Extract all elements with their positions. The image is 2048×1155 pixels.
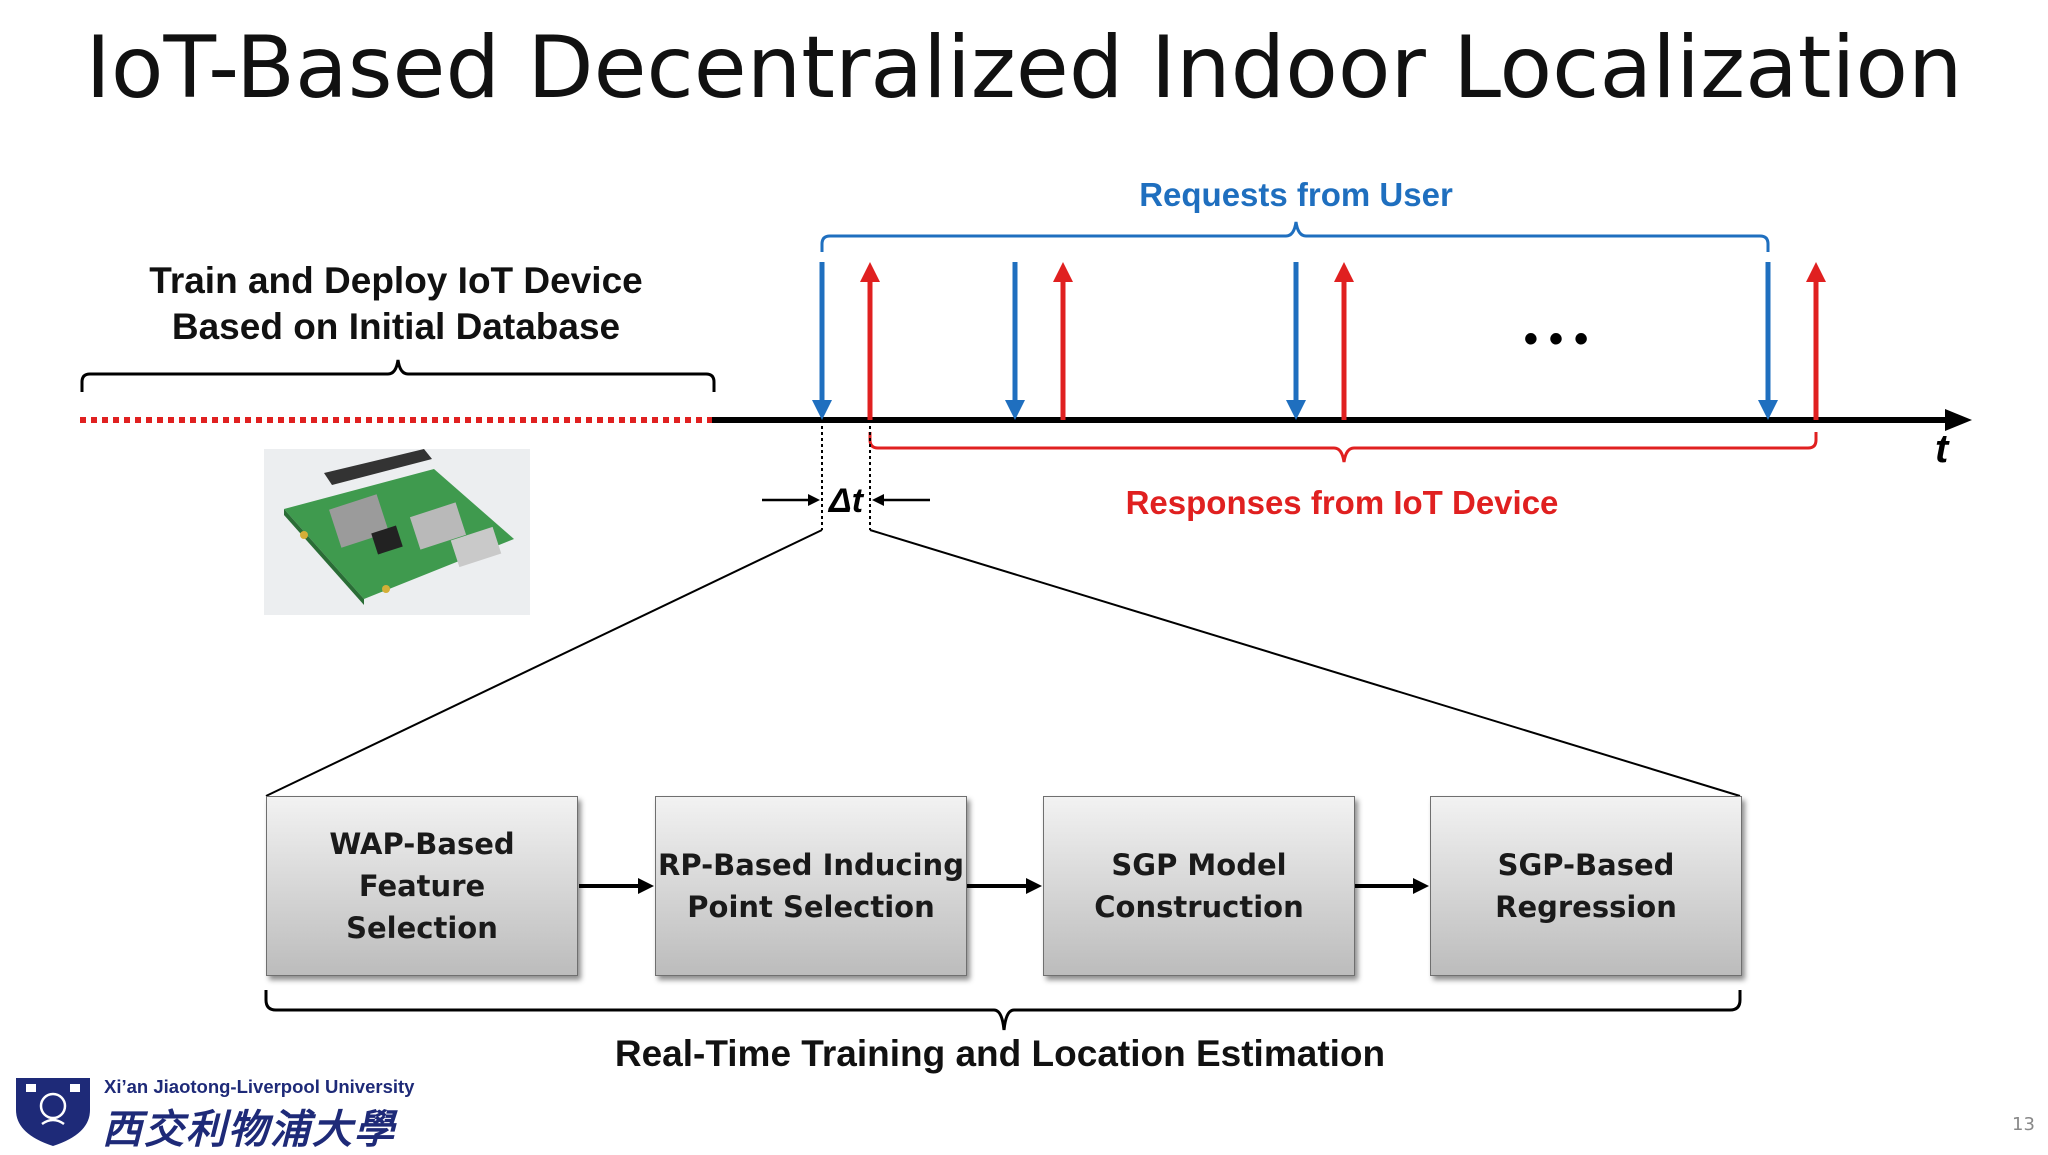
requests-label: Requests from User <box>1139 176 1453 213</box>
pipeline-brace <box>264 990 1742 1031</box>
training-phase-label: Train and Deploy IoT Device Based on Ini… <box>90 258 702 350</box>
slide-title: IoT-Based Decentralized Indoor Localizat… <box>85 18 1963 118</box>
step-4-line-2: Regression <box>1495 890 1677 924</box>
step-2-line-2: Point Selection <box>687 890 935 924</box>
response-arrow-3 <box>1334 262 1354 420</box>
requests-brace <box>820 221 1770 252</box>
training-label-line-1: Train and Deploy IoT Device <box>149 260 643 301</box>
step-box-rp-inducing-point-selection: RP-Based Inducing Point Selection <box>655 796 967 976</box>
pipeline-label: Real-Time Training and Location Estimati… <box>614 1033 1386 1074</box>
request-arrow-1 <box>812 262 832 420</box>
training-label-line-2: Based on Initial Database <box>171 306 621 347</box>
ellipsis: • • • <box>1524 317 1588 361</box>
request-arrow-2 <box>1005 262 1025 420</box>
training-brace <box>80 359 716 392</box>
page-number: 13 <box>2012 1114 2035 1135</box>
step-box-sgp-regression: SGP-Based Regression <box>1430 796 1742 976</box>
delta-t-label: Δt <box>827 482 865 520</box>
step-arrow-1 <box>579 878 654 894</box>
step-arrow-3 <box>1354 878 1429 894</box>
zoom-line-right <box>869 529 1741 797</box>
raspberry-pi-board-image <box>264 449 530 615</box>
time-axis-label: t <box>1935 427 1950 471</box>
request-arrow-4 <box>1758 262 1778 420</box>
request-arrow-3 <box>1286 262 1306 420</box>
step-arrow-2 <box>967 878 1042 894</box>
step-4-line-1: SGP-Based <box>1497 848 1675 882</box>
zoom-line-left <box>265 529 823 797</box>
time-axis-arrowhead <box>1945 409 1972 431</box>
step-box-sgp-model-construction: SGP Model Construction <box>1043 796 1355 976</box>
delta-right-arrowhead <box>872 494 884 506</box>
step-box-wap-feature-selection: WAP-Based Feature Selection <box>266 796 578 976</box>
delta-left-arrowhead <box>808 494 820 506</box>
university-logo <box>16 1078 90 1146</box>
step-3-line-1: SGP Model <box>1111 848 1287 882</box>
step-1-line-2: Selection <box>346 911 498 945</box>
step-3-line-2: Construction <box>1094 890 1304 924</box>
responses-brace <box>868 432 1818 463</box>
step-2-line-1: RP-Based Inducing <box>658 848 964 882</box>
university-name-chinese: 西交利物浦大學 <box>102 1106 396 1153</box>
response-arrow-2 <box>1053 262 1073 420</box>
step-1-line-1: WAP-Based Feature <box>329 827 515 903</box>
response-arrow-4 <box>1806 262 1826 420</box>
response-arrow-1 <box>860 262 880 420</box>
responses-label: Responses from IoT Device <box>1126 484 1559 521</box>
university-name-english: Xi’an Jiaotong-Liverpool University <box>104 1076 415 1097</box>
